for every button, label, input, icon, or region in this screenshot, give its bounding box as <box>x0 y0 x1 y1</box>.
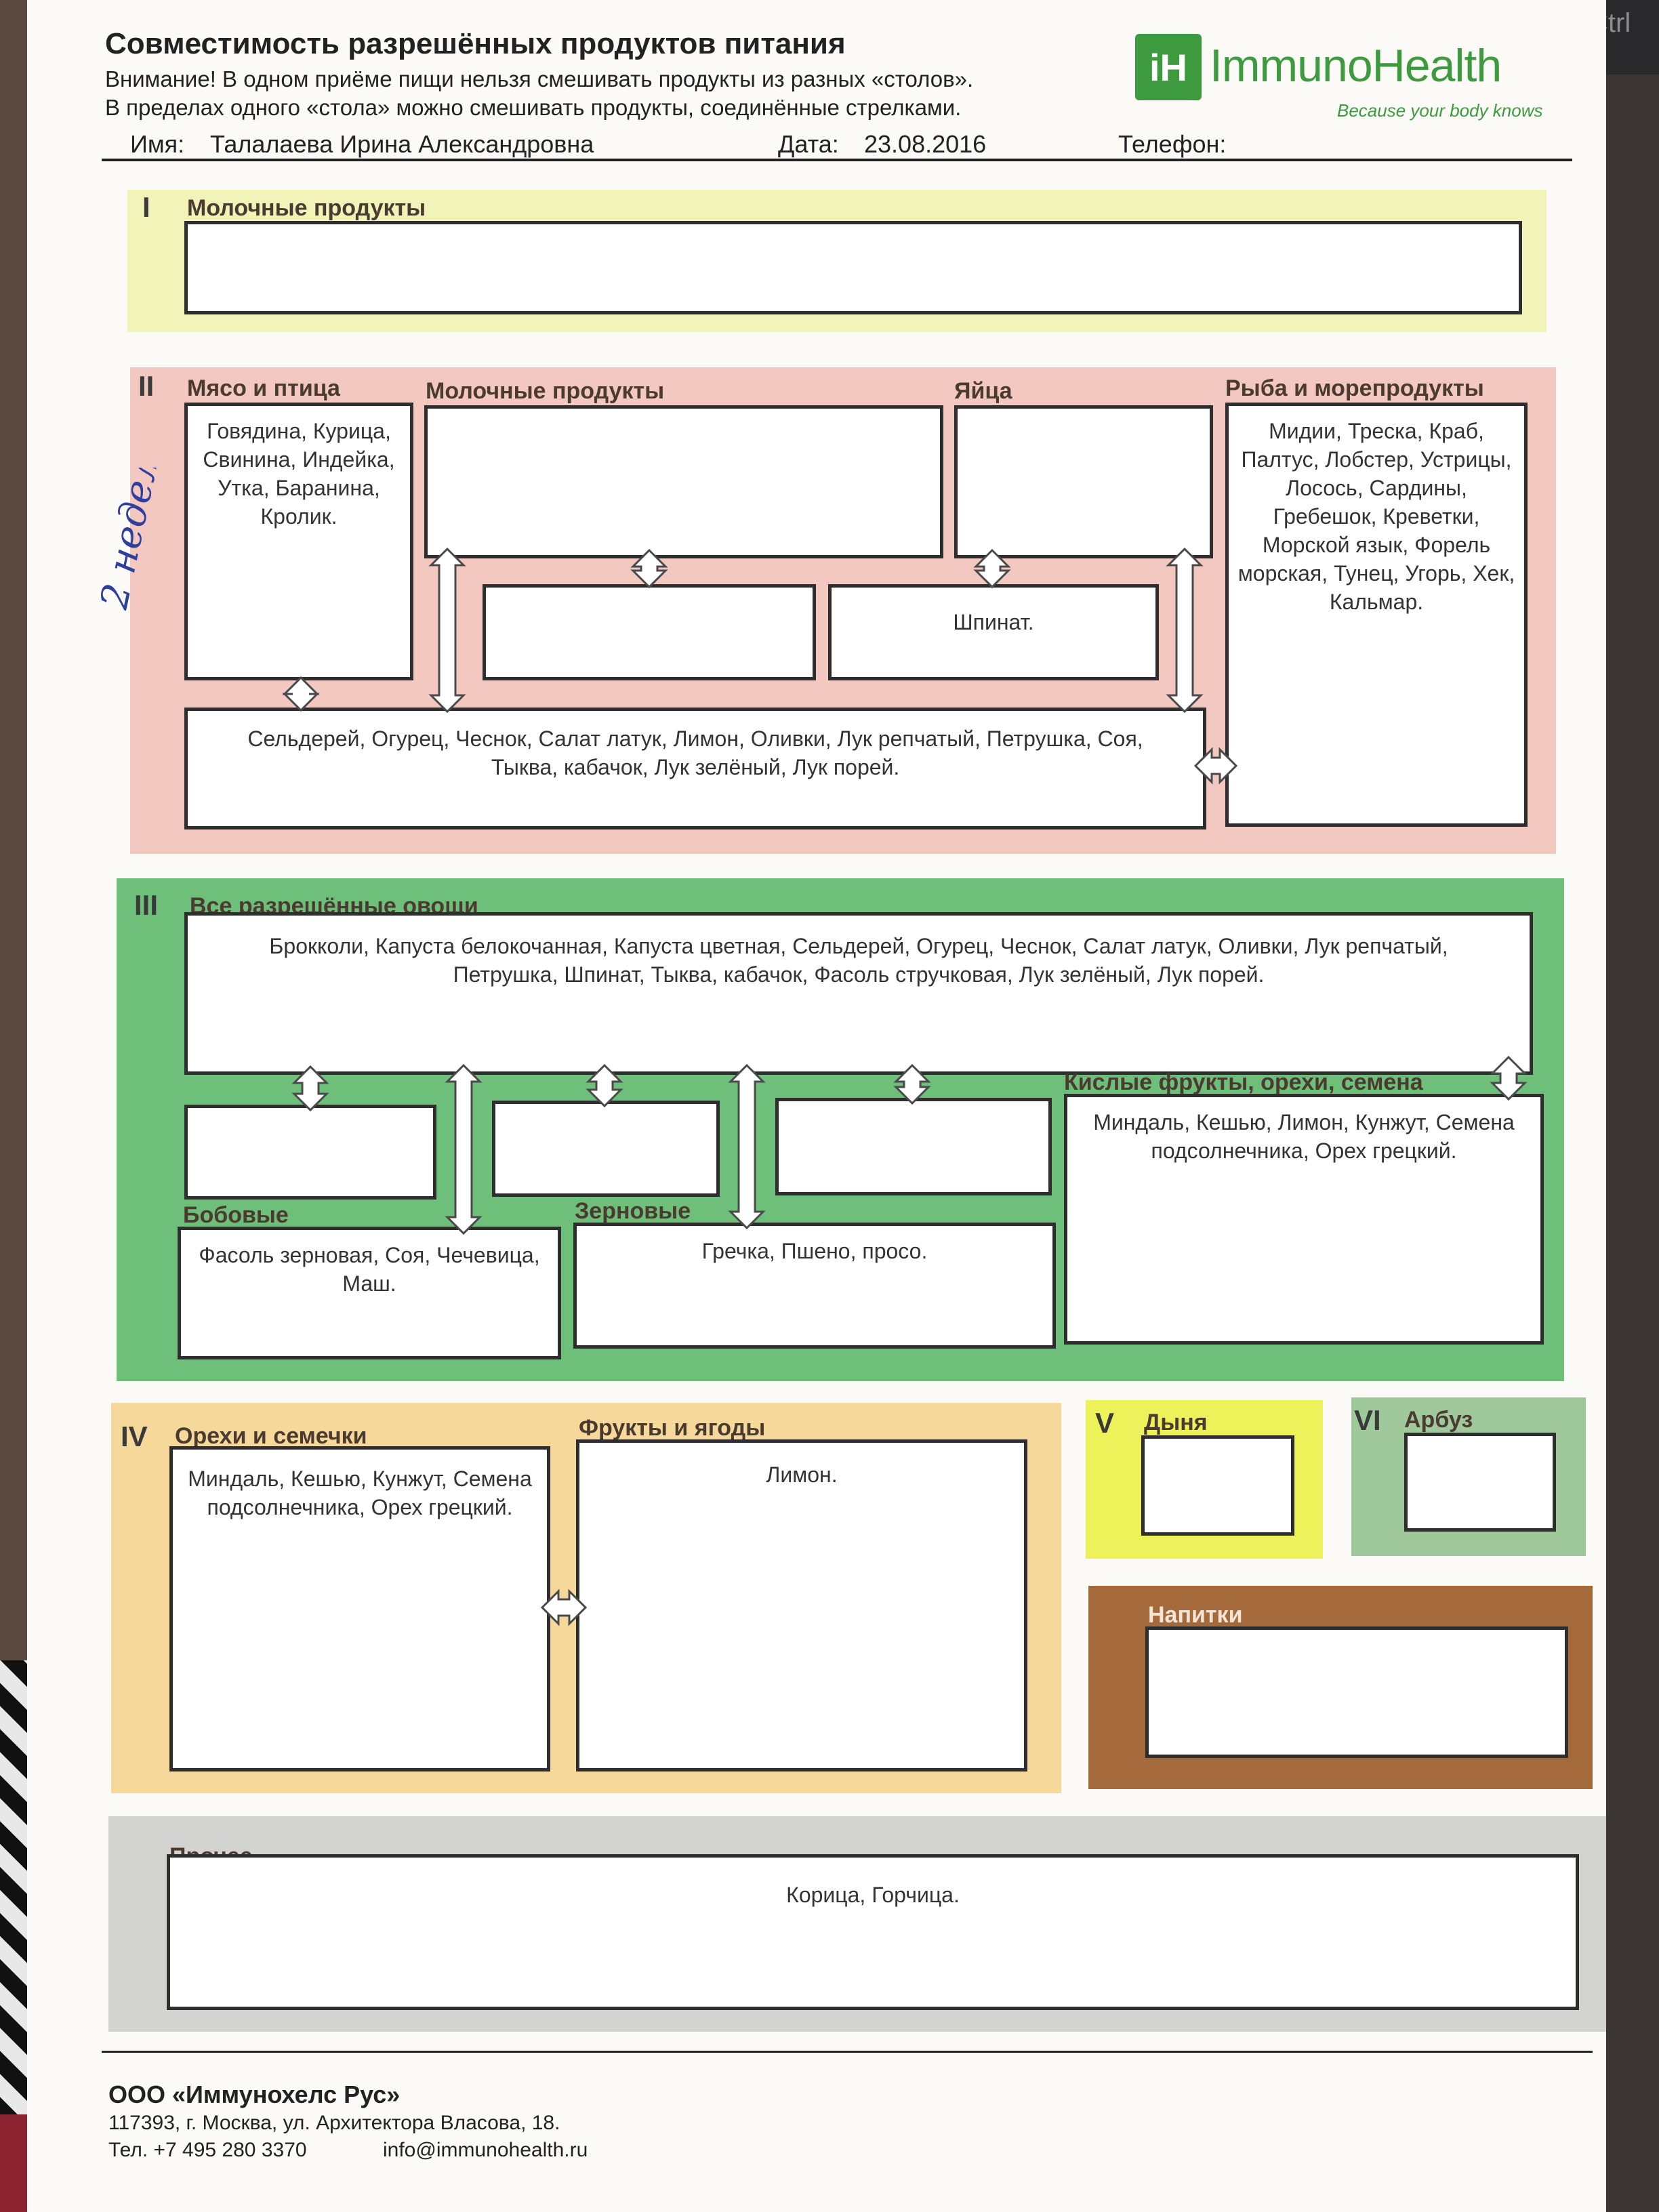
section-3-small-box-2 <box>492 1101 720 1197</box>
footer-phone: Тел. +7 495 280 3370 <box>108 2139 307 2161</box>
connector-arrows <box>282 547 1528 1626</box>
drinks-box <box>1145 1626 1568 1758</box>
phone-label: Телефон: <box>1118 130 1227 158</box>
arrow-vegetables-to-fish <box>1193 747 1238 785</box>
eggs-box <box>954 405 1213 558</box>
arrow-meat-to-vegetables <box>282 676 320 712</box>
arrow-vegetables-to-small-3 <box>893 1063 931 1105</box>
section-1-label: Молочные продукты <box>187 195 426 221</box>
section-1-roman: I <box>142 191 150 223</box>
spinach-box: Шпинат. <box>828 584 1159 680</box>
eggs-label: Яйца <box>954 378 1012 404</box>
section-2-dairy-box <box>424 405 943 558</box>
arrow-dairy-to-vegetables <box>428 547 466 714</box>
logo-mark-icon: iH <box>1135 34 1202 100</box>
footer-address: 117393, г. Москва, ул. Архитектора Власо… <box>108 2112 560 2134</box>
notice-line-2: В пределах одного «стола» можно смешиват… <box>105 95 962 120</box>
meat-label: Мясо и птица <box>187 375 340 401</box>
arrow-vegetables-to-grains <box>728 1063 766 1230</box>
melon-label: Дыня <box>1144 1410 1208 1435</box>
section-2-mid-left-box <box>483 584 816 680</box>
sour-fruits-label: Кислые фрукты, орехи, семена <box>1064 1069 1423 1095</box>
fish-box: Мидии, Треска, Краб, Палтус, Лобстер, Ус… <box>1225 403 1528 827</box>
footer-divider <box>102 2051 1593 2053</box>
meat-box: Говядина, Курица, Свинина, Индейка, Утка… <box>184 403 413 680</box>
section-2-roman: II <box>138 370 155 402</box>
notice-line-1: Внимание! В одном приёме пищи нельзя сме… <box>105 66 974 91</box>
fruits-label: Фрукты и ягоды <box>579 1415 766 1441</box>
other-box: Корица, Горчица. <box>167 1854 1579 2010</box>
fish-label: Рыба и морепродукты <box>1225 375 1484 401</box>
logo-tagline: Because your body knows <box>1337 100 1543 121</box>
footer-email: info@immunohealth.ru <box>383 2139 588 2161</box>
nuts-label: Орехи и семечки <box>175 1423 367 1449</box>
legumes-label: Бобовые <box>183 1202 289 1228</box>
notice-text: Внимание! В одном приёме пищи нельзя сме… <box>105 65 973 122</box>
section-6-roman: VI <box>1354 1404 1381 1436</box>
section-3-roman: III <box>134 889 159 921</box>
date-value: 23.08.2016 <box>864 130 987 158</box>
name-label: Имя: <box>130 130 185 158</box>
handwritten-note: 2 недели <box>92 468 173 613</box>
arrow-dairy-to-mid-left <box>630 548 668 589</box>
arrow-vegetables-to-small-2 <box>586 1063 623 1108</box>
sour-fruits-box: Миндаль, Кешью, Лимон, Кунжут, Семена по… <box>1064 1094 1544 1345</box>
grains-box: Гречка, Пшено, просо. <box>573 1223 1056 1349</box>
date-label: Дата: <box>778 130 839 158</box>
arrow-vegetables-to-legumes <box>445 1063 483 1235</box>
logo-name: ImmunoHealth <box>1210 40 1502 91</box>
page-title: Совместимость разрешённых продуктов пита… <box>105 27 846 60</box>
legumes-box: Фасоль зерновая, Соя, Чечевица, Маш. <box>178 1227 561 1359</box>
section-3-small-box-3 <box>775 1098 1052 1195</box>
arrow-eggs-to-vegetables <box>1166 547 1204 714</box>
section-2-dairy-label: Молочные продукты <box>426 378 665 404</box>
arrow-eggs-to-spinach <box>973 548 1011 589</box>
section-2-vegetables-box: Сельдерей, Огурец, Чеснок, Салат латук, … <box>184 708 1206 830</box>
section-5-roman: V <box>1095 1407 1115 1439</box>
arrow-vegetables-to-small-1 <box>291 1065 329 1112</box>
section-3-vegetables-box: Брокколи, Капуста белокочанная, Капуста … <box>184 912 1533 1075</box>
drinks-label: Напитки <box>1148 1602 1243 1628</box>
section-4-roman: IV <box>121 1420 148 1452</box>
section-1-dairy-box <box>184 221 1522 314</box>
watermelon-box <box>1404 1433 1556 1532</box>
melon-box <box>1141 1435 1294 1536</box>
watermelon-label: Арбуз <box>1404 1407 1473 1433</box>
grains-label: Зерновые <box>575 1198 691 1224</box>
arrow-nuts-to-fruits <box>540 1589 588 1626</box>
header-divider <box>102 159 1572 161</box>
footer-company: ООО «Иммунохелс Рус» <box>108 2081 401 2108</box>
arrow-vegetables-to-sour <box>1490 1055 1528 1101</box>
nuts-box: Миндаль, Кешью, Кунжут, Семена подсолнеч… <box>169 1446 550 1771</box>
immunohealth-logo: iH ImmunoHealth Because your body knows <box>1135 34 1543 122</box>
name-value: Талалаева Ирина Александровна <box>210 130 594 158</box>
